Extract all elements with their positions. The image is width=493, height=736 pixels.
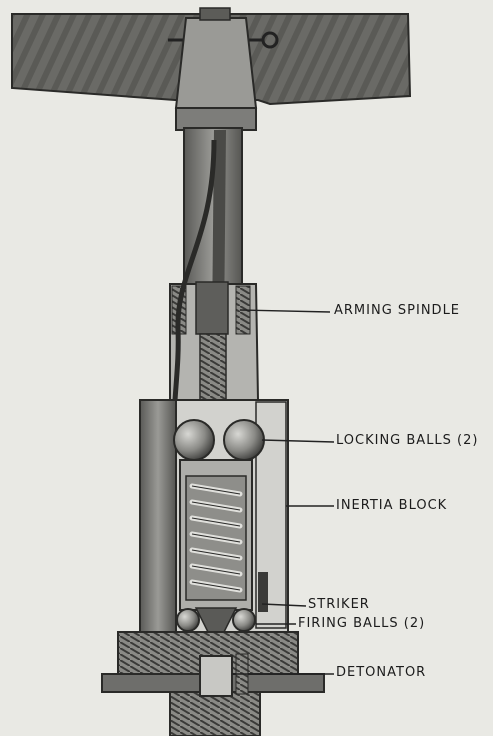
spring-coil-outline — [191, 565, 241, 575]
label-locking-balls: LOCKING BALLS (2) — [336, 433, 479, 448]
firing-ball-right — [232, 608, 256, 632]
label-arming-spindle: ARMING SPINDLE — [334, 303, 461, 318]
spring-coil-outline — [191, 581, 241, 591]
label-striker: STRIKER — [308, 597, 370, 612]
firing-ball-left — [176, 608, 200, 632]
detonator — [199, 655, 233, 697]
spring-coil-outline — [191, 501, 241, 511]
label-detonator: DETONATOR — [336, 665, 427, 680]
label-firing-balls: FIRING BALLS (2) — [298, 616, 426, 631]
locking-ball-left — [173, 419, 215, 461]
striker-spring — [189, 483, 243, 593]
spring-coil-outline — [191, 549, 241, 559]
spring-coil-outline — [191, 533, 241, 543]
arming-vane — [11, 7, 412, 131]
locking-ball-right — [223, 419, 265, 461]
leader-lines — [232, 309, 335, 675]
striker-point — [194, 607, 238, 650]
spring-coil-outline — [191, 485, 241, 495]
spring-coil-outline — [191, 517, 241, 527]
label-inertia-block: INERTIA BLOCK — [336, 498, 448, 513]
